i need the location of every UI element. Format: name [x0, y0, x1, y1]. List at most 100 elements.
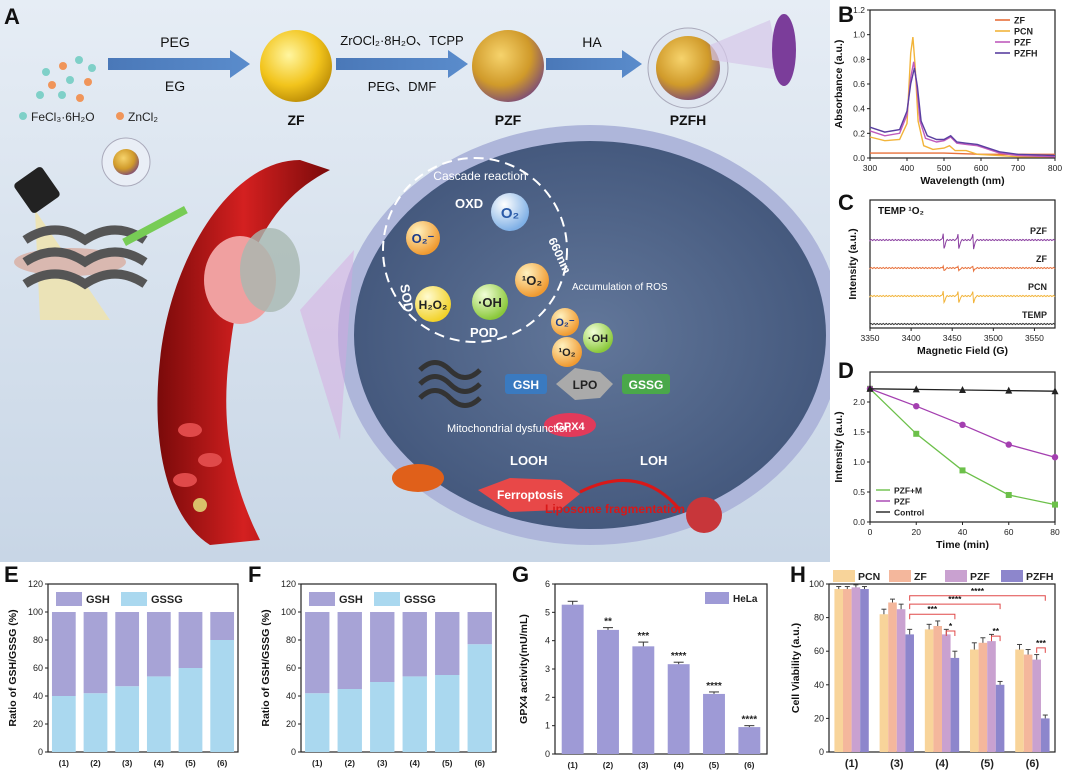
- legend-fecl-label: FeCl₃·6H₂O: [31, 110, 95, 124]
- panel-label-h: H: [790, 562, 806, 587]
- arrow-step-1: [108, 50, 250, 78]
- ferroptosis-burst: [478, 478, 580, 512]
- point-pzf: [959, 421, 966, 428]
- y-tick-label: 100: [809, 579, 824, 589]
- point-pzf-m: [1052, 501, 1058, 508]
- x-tick-label: 400: [900, 163, 914, 173]
- plot-frame: [869, 199, 1056, 329]
- bar-gssg: [370, 682, 395, 752]
- x-tick-label: (4): [154, 758, 165, 768]
- legend-label-pzf-m: PZF+M: [894, 486, 922, 496]
- series-line-pzfh: [869, 67, 1056, 157]
- zf-sphere: [260, 30, 332, 102]
- y-tick-label: 0: [545, 749, 550, 759]
- legend-label-pzfh: PZFH: [1014, 49, 1038, 59]
- y-tick-label: 60: [286, 663, 296, 673]
- bar-zf: [888, 602, 897, 752]
- gpx4-label: GPX4: [555, 421, 585, 433]
- y-tick-label: 0: [38, 747, 43, 757]
- mitochondria-spring: [418, 360, 482, 408]
- series-line-pcn: [869, 37, 1055, 158]
- x-tick-label: (4): [410, 758, 421, 768]
- legend-zncl-label: ZnCl₂: [128, 110, 158, 124]
- significance-bracket: [909, 603, 1001, 610]
- bar-gsh: [435, 612, 460, 675]
- y-tick-label: 20: [33, 719, 43, 729]
- bar-gsh: [467, 612, 492, 645]
- significance-mark: ****: [706, 681, 722, 692]
- legend-swatch-hela: [705, 592, 729, 604]
- bar-pzf: [1032, 659, 1041, 752]
- y-axis-label: Intensity (a.u.): [833, 411, 845, 482]
- spectrum-label-temp: TEMP: [1022, 310, 1047, 320]
- x-tick-label: 500: [937, 163, 951, 173]
- bar-gsh: [402, 612, 427, 677]
- bar-zf: [1023, 654, 1033, 752]
- x-tick-label: (5): [185, 758, 196, 768]
- step1-top-label: PEG: [160, 34, 190, 50]
- bar-pzfh: [905, 634, 914, 752]
- legend-swatch-pzf: [945, 570, 967, 582]
- bar-zf: [843, 589, 852, 752]
- y-tick-label: 0: [819, 747, 824, 757]
- x-tick-label: (5): [980, 758, 994, 770]
- oh-small-label: ·OH: [588, 333, 608, 345]
- y-tick-label: 40: [286, 691, 296, 701]
- y-tick-label: 3: [545, 664, 550, 674]
- singlet-small-ball: [552, 337, 582, 367]
- bar-hela: [738, 727, 761, 754]
- tumor-mass-2: [240, 228, 300, 312]
- gsh-label: GSH: [513, 378, 539, 392]
- y-axis-label: Ratio of GSH/GSSG (%): [260, 609, 272, 726]
- bar-pzf: [942, 634, 951, 752]
- x-tick-label: (6): [744, 760, 755, 770]
- x-tick-label: 3400: [902, 333, 921, 343]
- pzfh-zoom-ellipse: [772, 14, 796, 86]
- pzf-label: PZF: [495, 112, 522, 128]
- x-tick-label: 300: [863, 163, 877, 173]
- x-tick-label: (3): [122, 758, 133, 768]
- y-axis-label: GPX4 activity(mU/mL): [518, 614, 530, 724]
- significance-mark: **: [992, 626, 999, 636]
- oh-ball: [472, 284, 508, 320]
- x-tick-label: (3): [377, 758, 388, 768]
- plot-frame: [47, 583, 239, 753]
- mito-label: Mitochondrial dysfunction: [447, 423, 571, 435]
- bar-pcn: [924, 629, 934, 752]
- precursor-dots: [19, 56, 124, 120]
- liposome-arrow: [579, 478, 682, 511]
- y-tick-label: 20: [814, 713, 824, 723]
- significance-bracket: [909, 613, 956, 620]
- x-tick-label: (1): [312, 758, 323, 768]
- x-tick-label: (3): [638, 760, 649, 770]
- gssg-box: [622, 374, 670, 394]
- point-control: [1051, 387, 1059, 395]
- significance-mark: *: [949, 621, 953, 631]
- bar-pcn: [879, 614, 889, 752]
- significance-mark: ***: [927, 604, 938, 614]
- x-tick-label: (6): [1026, 758, 1040, 770]
- x-axis-label: Wavelength (nm): [920, 175, 1004, 187]
- gsh-box: [505, 374, 547, 394]
- significance-mark: ***: [1036, 638, 1047, 648]
- bar-gssg: [210, 640, 235, 752]
- point-pzf-m: [1005, 492, 1012, 498]
- panel-a-illustration: FeCl₃·6H₂O ZnCl₂ PEG EG ZrOCl₂·8H₂O、TCPP…: [0, 0, 842, 562]
- panel-label-d: D: [838, 358, 854, 383]
- liposome-label: Liposome fragmentation: [545, 502, 685, 516]
- significance-mark: ****: [671, 651, 687, 662]
- blood-vessel: [157, 160, 330, 545]
- legend-label-gssg: GSSG: [151, 594, 183, 606]
- h2o2-label: H₂O₂: [419, 298, 448, 312]
- gssg-label: GSSG: [629, 378, 664, 392]
- significance-bracket: [909, 595, 1046, 601]
- y-tick-label: 0.0: [853, 517, 865, 527]
- bar-gssg: [146, 676, 171, 752]
- bar-gssg: [178, 668, 203, 752]
- bar-gsh: [51, 612, 76, 696]
- spectrum-label-zf: ZF: [1036, 254, 1047, 264]
- bar-pzfh: [995, 684, 1005, 752]
- o2-minus-ball: [406, 221, 440, 255]
- panel-label-b: B: [838, 2, 854, 27]
- x-tick-label: 3450: [943, 333, 962, 343]
